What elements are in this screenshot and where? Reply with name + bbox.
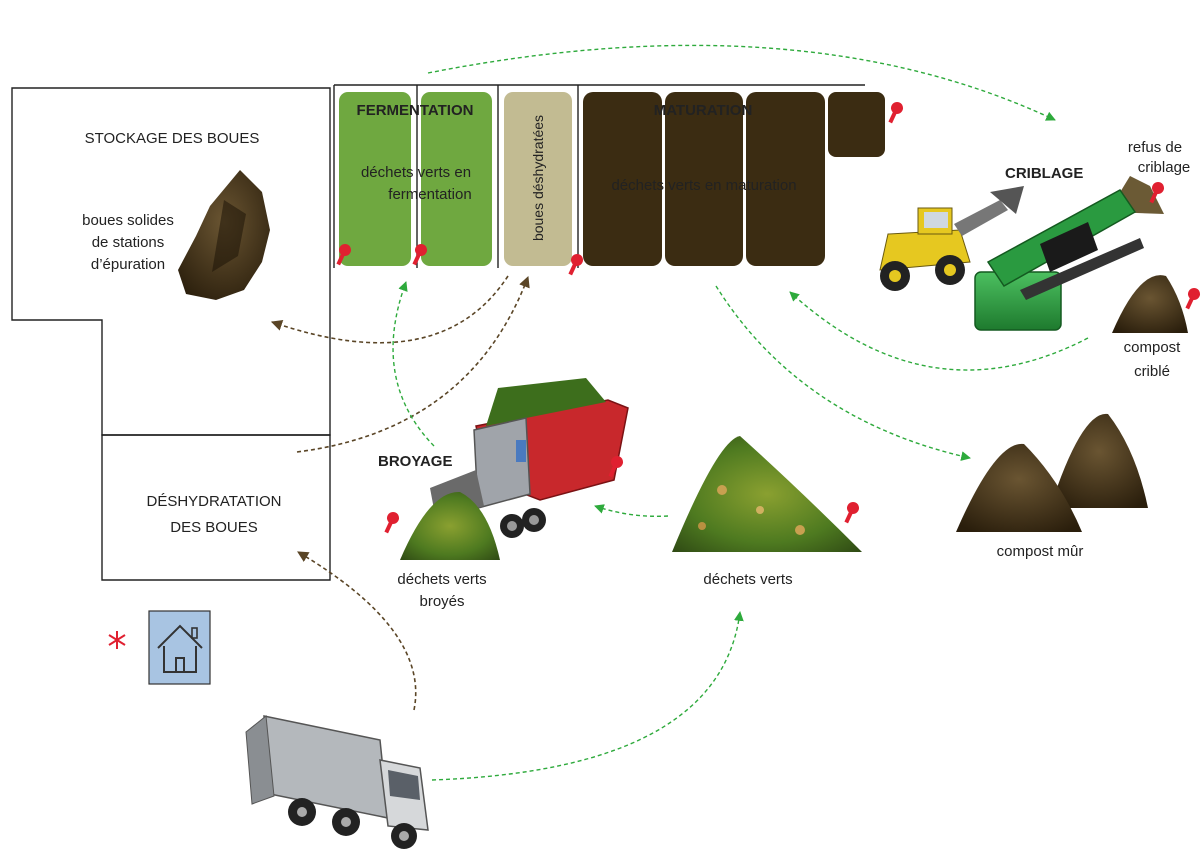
garbage-truck-icon — [245, 715, 429, 849]
compost-pile-icon — [956, 413, 1148, 532]
maturation-label: déchets verts en maturation — [611, 177, 796, 194]
dewatering-title-line-2: DES BOUES — [170, 519, 258, 536]
sludge-pile-icon — [178, 170, 270, 300]
dewatered-sludge-bay — [504, 92, 572, 266]
fermentation-bay-2 — [421, 92, 492, 266]
shredded-green-waste-pile-icon — [400, 491, 500, 560]
house-icon — [148, 610, 211, 685]
fermentation-bay-1 — [339, 92, 411, 266]
screened-compost-pile-icon — [1112, 275, 1188, 333]
maturation-bay-small — [828, 92, 885, 157]
green-waste-label: déchets verts — [703, 571, 792, 588]
shredded-output-line-1: déchets verts — [397, 571, 486, 588]
shredding-title: BROYAGE — [378, 453, 452, 470]
storage-item-line-1: boues solides — [82, 212, 174, 229]
dewatering-building — [101, 434, 331, 581]
storage-title: STOCKAGE DES BOUES — [85, 130, 260, 147]
fermentation-label-line-1: déchets verts en — [361, 164, 471, 181]
maturation-bay-3 — [746, 92, 825, 266]
fermentation-title: FERMENTATION — [357, 102, 474, 119]
pin-icon — [336, 102, 1200, 534]
sludge-flow-arrows — [270, 275, 530, 711]
green-waste-pile-icon — [672, 436, 862, 552]
maturation-bay-1 — [583, 92, 662, 266]
screening-reject-line-1: refus de — [1128, 139, 1182, 156]
screening-reject-line-2: criblage — [1138, 159, 1191, 176]
screened-compost-line-1: compost — [1124, 339, 1182, 356]
dewatered-sludge-label: boues déshydratées — [530, 115, 546, 241]
green-flow-arrows — [392, 44, 1089, 781]
screened-compost-line-2: criblé — [1134, 363, 1170, 380]
fermentation-label-line-2: fermentation — [388, 186, 471, 203]
maturation-bay-2 — [665, 92, 743, 266]
storage-item-line-3: d’épuration — [91, 256, 165, 273]
dewatering-title-line-1: DÉSHYDRATATION — [146, 493, 281, 510]
mature-compost-label: compost mûr — [997, 543, 1084, 560]
shredded-output-line-2: broyés — [419, 593, 464, 610]
wheel-loader-icon — [879, 186, 1024, 291]
storage-item-line-2: de stations — [92, 234, 165, 251]
screening-title: CRIBLAGE — [1005, 165, 1083, 182]
maturation-title: MATURATION — [654, 102, 753, 119]
bay-building-outline — [333, 84, 865, 268]
trommel-screen-icon — [974, 189, 1144, 331]
asterisk-icon — [108, 631, 126, 649]
